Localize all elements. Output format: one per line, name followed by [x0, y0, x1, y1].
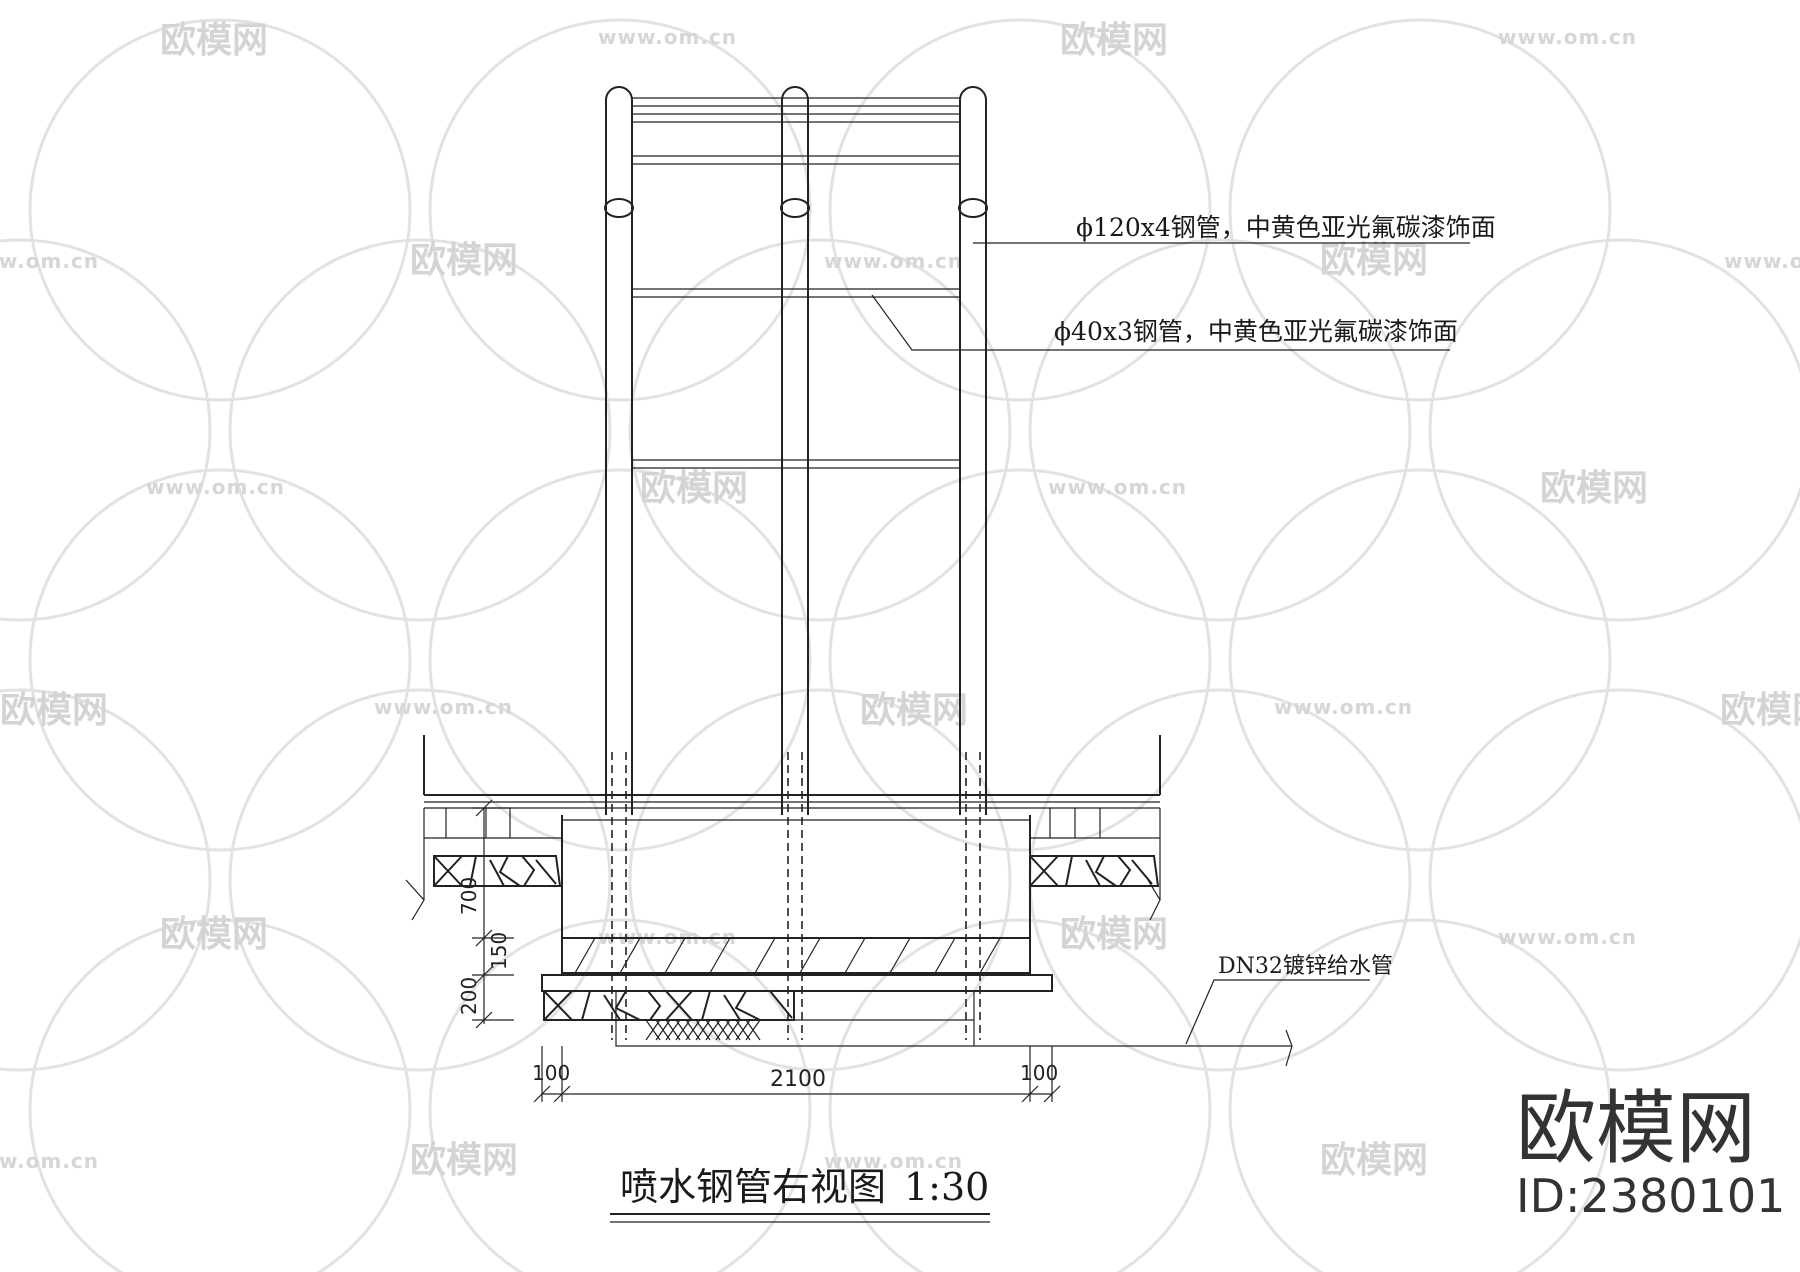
watermark-url: www.om.cn	[1048, 475, 1187, 499]
watermark-url: www.om.cn	[1498, 925, 1637, 949]
watermark-brand: 欧模网	[860, 690, 968, 731]
watermark-url: www.om.cn	[374, 695, 513, 719]
pipe-middle-section	[780, 198, 810, 218]
dimension-200: 200	[457, 977, 481, 1015]
foundation	[405, 735, 1293, 1067]
dimension-700: 700	[457, 877, 481, 915]
annotation-pipe-small: ϕ40x3钢管，中黄色亚光氟碳漆饰面	[1054, 317, 1458, 346]
pipe-structure	[604, 86, 988, 1040]
watermark-brand: 欧模网	[1540, 468, 1648, 509]
watermark-brand: 欧模网	[160, 914, 268, 955]
base-slab	[541, 974, 1053, 992]
pipe-right	[959, 86, 987, 815]
cross-bars	[632, 288, 960, 469]
watermark-brand: 欧模网	[410, 240, 518, 281]
drawing-title-block: 喷水钢管右视图 1:30	[610, 1165, 990, 1223]
watermark-layer: 欧模网 欧模网 欧模网 欧模网 欧模网 欧模网 欧模网 欧模网 欧模网 欧模网 …	[0, 18, 1800, 1272]
drawing-scale: 1:30	[904, 1165, 989, 1209]
watermark-brand: 欧模网	[160, 20, 268, 61]
watermark-url: www.om.cn	[146, 475, 285, 499]
watermark-brand: 欧模网	[0, 690, 108, 731]
watermark-url: www.om.cn	[1724, 249, 1800, 273]
rubble-right	[1029, 855, 1160, 887]
annotation-supply-pipe: DN32镀锌给水管	[1218, 954, 1393, 979]
watermark-url: www.om.cn	[1274, 695, 1413, 719]
dimension-100-left: 100	[532, 1061, 570, 1085]
watermark-url: www.om.cn	[0, 249, 99, 273]
rubble-left	[433, 855, 562, 887]
watermark-url: www.om.cn	[0, 1149, 99, 1173]
pipe-right-section	[958, 198, 988, 218]
dimension-150: 150	[487, 932, 511, 970]
watermark-brand: 欧模网	[1320, 1140, 1428, 1181]
top-rails	[632, 97, 960, 165]
brand-id-text: ID:2380101	[1516, 1169, 1785, 1223]
dimension-lines	[472, 799, 1061, 1103]
leaders	[871, 242, 1470, 1045]
watermark-brand: 欧模网	[1060, 20, 1168, 61]
concrete-slab	[561, 937, 1031, 974]
brand-logo-text: 欧模网	[1516, 1082, 1756, 1175]
watermark-brand: 欧模网	[1060, 914, 1168, 955]
watermark-brand: 欧模网	[640, 468, 748, 509]
concrete-hatch	[574, 937, 1001, 974]
leader-pipe-small	[871, 294, 1450, 351]
dimension-100-right: 100	[1020, 1061, 1058, 1085]
dimension-2100: 2100	[770, 1067, 826, 1092]
annotation-pipe-large: ϕ120x4钢管，中黄色亚光氟碳漆饰面	[1076, 213, 1496, 242]
pipe-middle	[781, 86, 809, 815]
drawing-title: 喷水钢管右视图	[620, 1165, 886, 1209]
watermark-brand: 欧模网	[1320, 240, 1428, 281]
watermark-url: www.om.cn	[598, 25, 737, 49]
watermark-url: www.om.cn	[824, 1149, 963, 1173]
watermark-url: www.om.cn	[824, 249, 963, 273]
pipe-left	[605, 86, 633, 815]
pipe-left-section	[604, 198, 634, 218]
watermark-brand: 欧模网	[410, 1140, 518, 1181]
rubble-bottom	[543, 990, 795, 1021]
gravel-hatch	[645, 1019, 761, 1041]
watermark-url: www.om.cn	[1498, 25, 1637, 49]
leader-supply-pipe	[1185, 979, 1370, 1045]
watermark-brand: 欧模网	[1720, 690, 1800, 731]
